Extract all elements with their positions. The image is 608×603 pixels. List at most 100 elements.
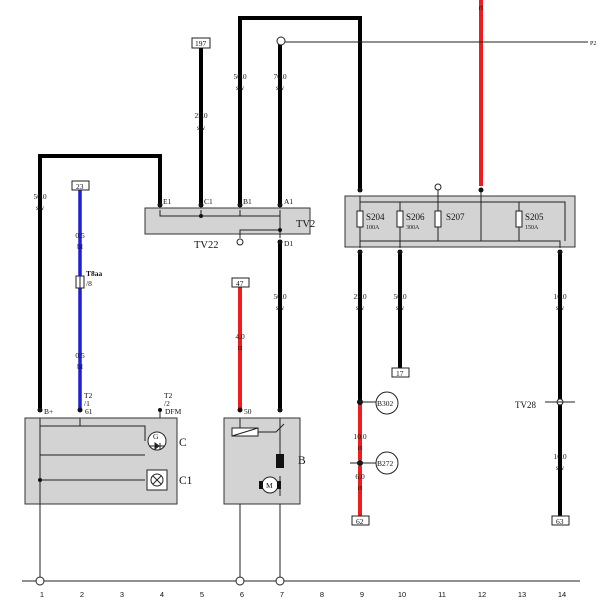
b272-label: B272 <box>377 459 394 468</box>
reference-boxes <box>71 37 570 526</box>
ref-17-box <box>391 367 410 378</box>
w14-mid-size: 16.0 <box>553 292 566 301</box>
fuse-s206-symbol <box>396 210 404 228</box>
component-c: C <box>179 437 187 449</box>
fuse-box <box>344 195 576 248</box>
wire-w6-top <box>238 16 362 207</box>
w6-red-size: 4.0 <box>235 332 245 341</box>
pin-dfm: DFM <box>165 407 182 416</box>
ref-197-box <box>191 37 211 49</box>
pin-61: 61 <box>85 407 93 416</box>
w9-mid-color: sw <box>356 303 365 312</box>
column-number: 13 <box>518 590 526 599</box>
ref-p2: P2 <box>590 41 596 47</box>
regulator-icon <box>150 473 164 487</box>
w5-size: 25.0 <box>194 111 207 120</box>
w1-color: sw <box>36 203 45 212</box>
pin-50: 50 <box>244 407 252 416</box>
ref-197: 197 <box>195 39 207 48</box>
t8aa-label: T8aa <box>86 269 103 278</box>
w14-low-size: 16.0 <box>553 452 566 461</box>
starter-solenoid <box>276 454 284 468</box>
ref-63: 63 <box>556 517 564 526</box>
pin-b1: B1 <box>243 197 252 206</box>
w7-top-color: sw <box>276 83 285 92</box>
ref-47-box <box>231 277 250 288</box>
column-number: 14 <box>558 590 566 599</box>
fuse-s205-rating: 150A <box>525 225 539 231</box>
w5-color: sw <box>197 123 206 132</box>
w6-top-color: sw <box>236 83 245 92</box>
ref-62: 62 <box>356 517 364 526</box>
w9-low2-color: rt <box>358 483 363 492</box>
ref-17: 17 <box>396 369 404 378</box>
starter-internal <box>231 418 285 496</box>
tv2-box <box>144 207 311 235</box>
column-number: 2 <box>80 590 84 599</box>
w10-mid-color: sw <box>396 303 405 312</box>
w6-red-color: rt <box>238 343 243 352</box>
column-number: 4 <box>160 590 164 599</box>
pin-a1: A1 <box>284 197 293 206</box>
pin-c1: C1 <box>204 197 213 206</box>
wire-labels: 50.0 sw 0.5 bl 0.5 bl 25.0 sw 50.0 sw 70… <box>33 3 566 492</box>
column-number: 12 <box>478 590 486 599</box>
b302-label: B302 <box>377 399 394 408</box>
open-terminals <box>35 36 564 586</box>
w14-mid-color: sw <box>556 303 565 312</box>
fuse-internal <box>359 190 566 248</box>
column-number: 6 <box>240 590 244 599</box>
w9-low1-color: rt <box>358 443 363 452</box>
tv28-label: TV28 <box>515 400 536 410</box>
component-tv22: TV22 <box>194 240 219 251</box>
t2-1-b: /1 <box>84 399 90 408</box>
t2-2-b: /2 <box>164 399 170 408</box>
motor-brush-right <box>277 481 281 489</box>
fuse-s207-symbol <box>434 210 442 228</box>
w12-top-color: rt <box>479 3 484 12</box>
red-wires <box>238 0 483 516</box>
diode-icon <box>149 442 165 450</box>
generator-internal <box>39 418 146 504</box>
fuse-s205-symbol <box>515 210 523 228</box>
generator-box <box>24 417 178 505</box>
component-c1: C1 <box>179 475 193 487</box>
pin-d1: D1 <box>284 239 293 248</box>
ref-23-box <box>71 180 90 191</box>
w9-low1-size: 10.0 <box>353 432 366 441</box>
pin-e1: E1 <box>163 197 172 206</box>
fuse-s204-rating: 100A <box>366 225 380 231</box>
w14-low-color: sw <box>556 463 565 472</box>
w2-top-size: 0.5 <box>75 231 85 240</box>
fuse-s206: S206 <box>406 212 425 222</box>
column-number: 5 <box>200 590 204 599</box>
wire-w1 <box>38 154 162 412</box>
column-number: 7 <box>280 590 284 599</box>
w7-mid-size: 50.0 <box>273 292 286 301</box>
w10-mid-size: 50.0 <box>393 292 406 301</box>
ground-point-b272 <box>375 451 399 475</box>
w6-top-size: 50.0 <box>233 72 246 81</box>
column-number: 10 <box>398 590 406 599</box>
pin-bplus: B+ <box>44 407 53 416</box>
motor-label: M <box>266 481 273 490</box>
column-number: 9 <box>360 590 364 599</box>
w9-mid-size: 25.0 <box>353 292 366 301</box>
motor-brush-left <box>259 481 263 489</box>
ground-point-b302 <box>375 391 399 415</box>
t2-2-a: T2 <box>164 391 173 400</box>
tv2-internal <box>159 210 281 238</box>
w1-size: 50.0 <box>33 192 46 201</box>
ref-63-box <box>551 515 570 526</box>
fuse-s207: S207 <box>446 212 465 222</box>
w2-bot-color: bl <box>77 362 83 371</box>
fuse-symbols <box>356 210 523 228</box>
fuse-s206-rating: 300A <box>406 225 420 231</box>
thin-wires <box>22 41 588 582</box>
fuse-s204-symbol <box>356 210 364 228</box>
ref-62-box <box>351 515 370 526</box>
ref-23: 23 <box>76 182 84 191</box>
column-number: 3 <box>120 590 124 599</box>
component-tv2: TV2 <box>296 219 315 230</box>
